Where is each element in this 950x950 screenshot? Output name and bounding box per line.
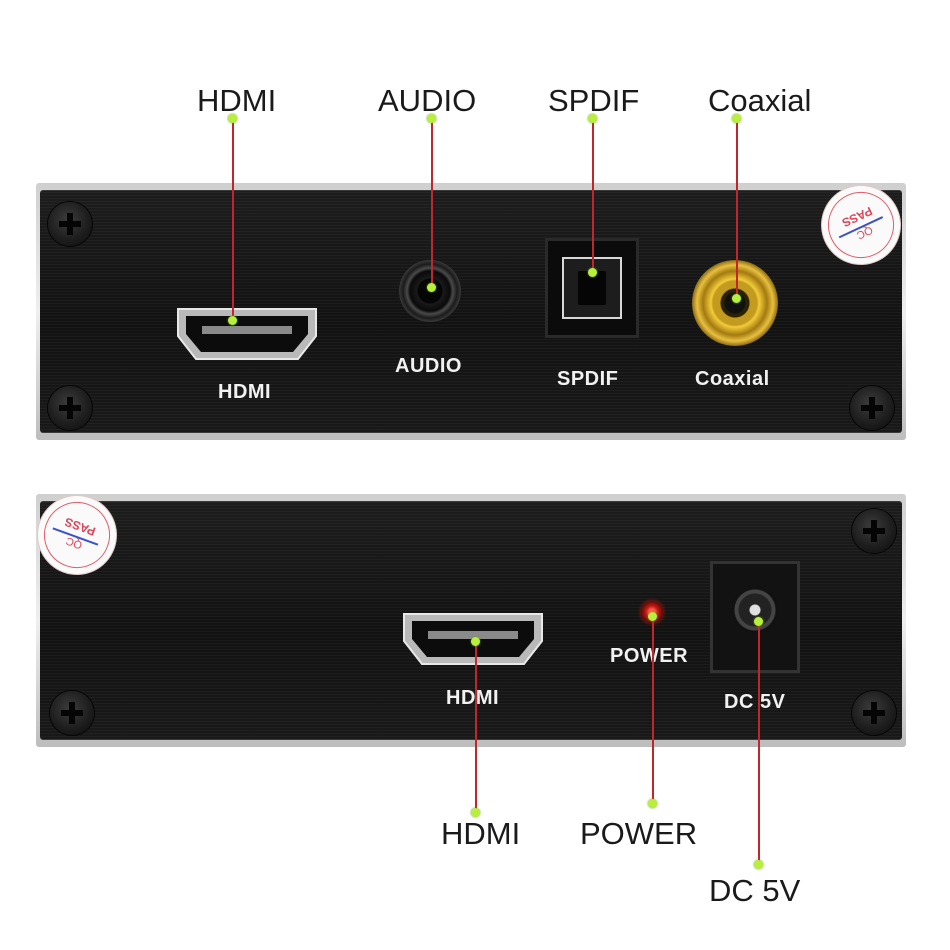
callout-dot — [471, 637, 480, 646]
coaxial-port — [692, 260, 778, 346]
callout-dot — [471, 808, 480, 817]
callout-label-hdmi: HDMI — [441, 816, 521, 851]
callout-line — [592, 119, 594, 273]
callout-dot — [732, 294, 741, 303]
screw-icon — [48, 386, 92, 430]
top-panel: HDMI AUDIO SPDIF Coaxial — [40, 190, 902, 433]
audio-port-label: AUDIO — [395, 355, 462, 377]
spdif-port-label: SPDIF — [557, 368, 619, 390]
callout-label-power: POWER — [580, 816, 698, 851]
callout-dot — [648, 799, 657, 808]
callout-line — [431, 119, 433, 289]
callout-label-audio: AUDIO — [378, 83, 477, 118]
screw-icon — [852, 691, 896, 735]
callout-label-coaxial: Coaxial — [708, 83, 812, 118]
callout-dot — [228, 114, 237, 123]
screw-icon — [850, 386, 894, 430]
callout-dot — [754, 617, 763, 626]
hdmi-port — [174, 306, 320, 362]
callout-dot — [754, 860, 763, 869]
callout-line — [758, 622, 760, 864]
power-label: POWER — [610, 645, 689, 667]
screw-icon — [50, 691, 94, 735]
coaxial-port-label: Coaxial — [695, 368, 770, 390]
callout-label-spdif: SPDIF — [548, 83, 640, 118]
callout-label-dc-5v: DC 5V — [709, 873, 801, 908]
callout-label-hdmi: HDMI — [197, 83, 277, 118]
callout-dot — [588, 114, 597, 123]
callout-line — [652, 617, 654, 803]
hdmi-port-label: HDMI — [218, 381, 272, 403]
callout-line — [475, 642, 477, 813]
hdmi-port-label: HDMI — [446, 687, 500, 709]
callout-dot — [427, 283, 436, 292]
screw-icon — [852, 509, 896, 553]
callout-dot — [427, 114, 436, 123]
callout-line — [736, 119, 738, 299]
screw-icon — [48, 202, 92, 246]
dc-label: DC 5V — [724, 691, 786, 713]
callout-dot — [228, 316, 237, 325]
bottom-panel: HDMI POWER DC 5V — [40, 501, 902, 740]
callout-dot — [588, 268, 597, 277]
callout-line — [232, 119, 234, 321]
callout-dot — [732, 114, 741, 123]
callout-dot — [648, 612, 657, 621]
